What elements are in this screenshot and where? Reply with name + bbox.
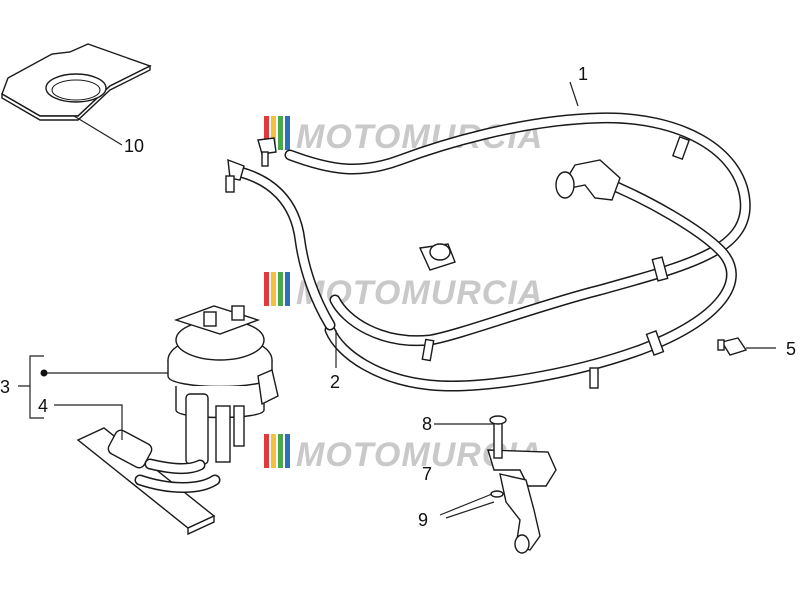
leader-lines <box>18 81 776 519</box>
watermark-logo-stripes <box>264 434 290 468</box>
callout-5: 5 <box>786 339 796 359</box>
callout-3: 3 <box>0 377 10 397</box>
callout-1: 1 <box>578 64 588 84</box>
gasket-plate <box>1 43 152 121</box>
callout-labels: 1 2 3 4 5 7 8 9 10 <box>0 64 796 530</box>
callout-9: 9 <box>418 510 428 530</box>
callout-4: 4 <box>38 396 48 416</box>
watermark-logo-stripes <box>264 272 290 306</box>
callout-7: 7 <box>422 464 432 484</box>
hose-assembly-2 <box>225 137 336 331</box>
callout-2: 2 <box>330 372 340 392</box>
bracket-assembly <box>487 415 557 554</box>
callout-8: 8 <box>422 414 432 434</box>
clip-part <box>717 337 748 356</box>
hose-assembly-1 <box>284 112 751 392</box>
watermark-logo-stripes <box>264 116 290 150</box>
fuel-pump <box>167 305 279 465</box>
fuel-filter <box>76 427 221 536</box>
callout-10: 10 <box>124 136 144 156</box>
